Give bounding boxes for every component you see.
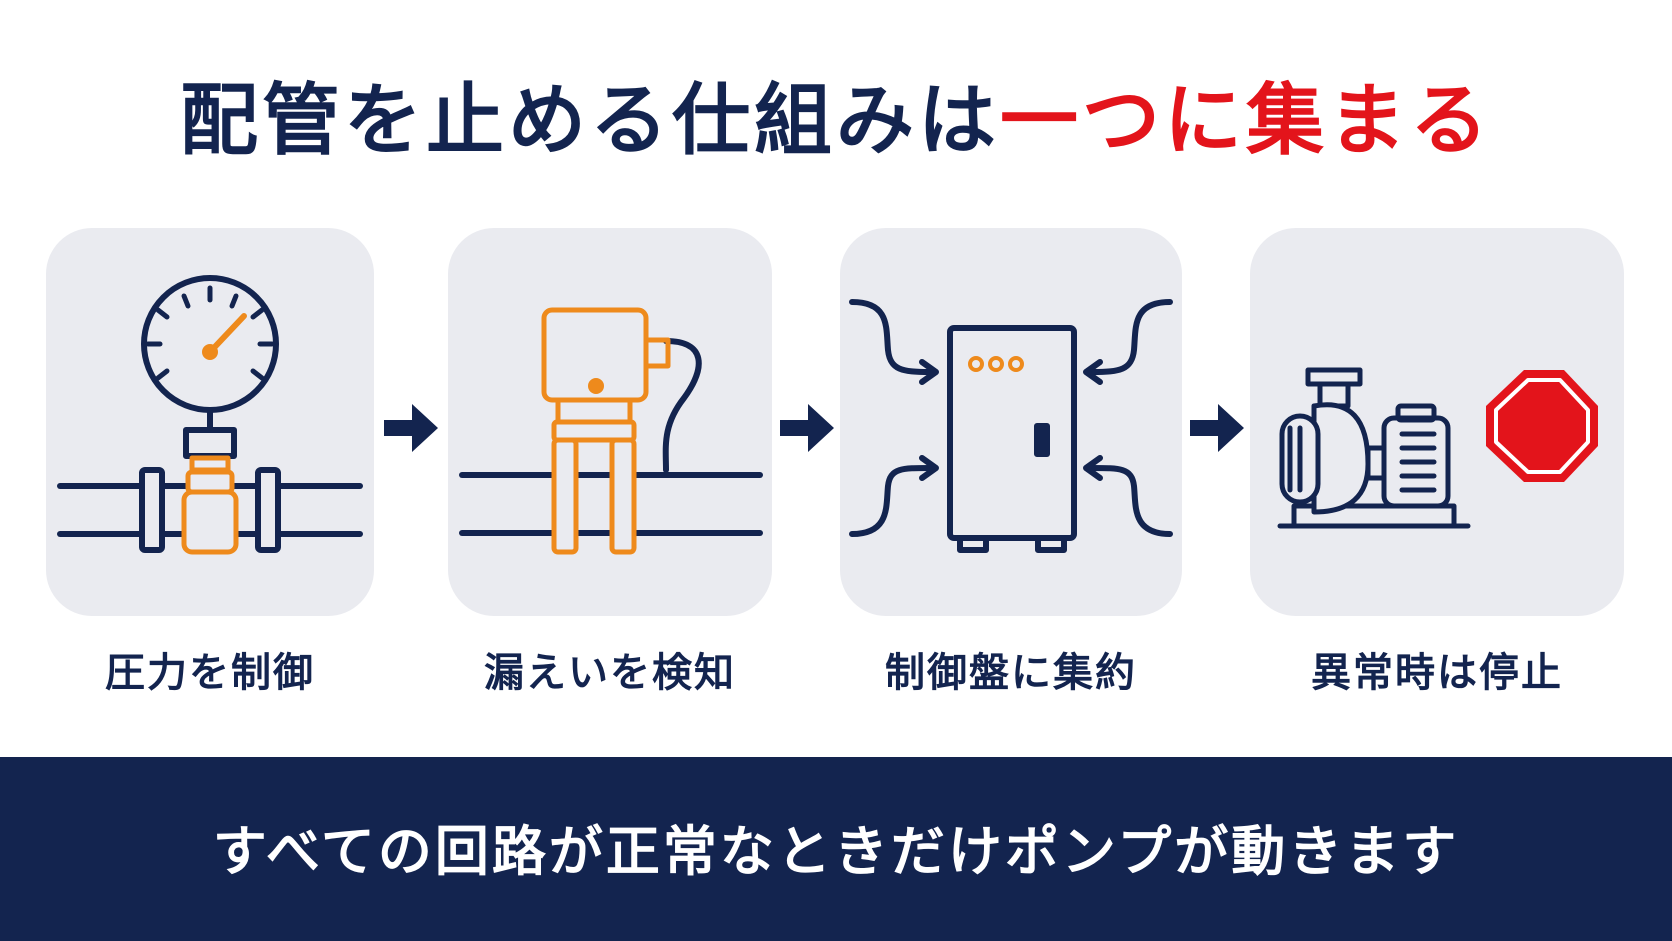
title-highlight: 一つに集まる [1000,76,1493,166]
step-card-control [840,228,1182,616]
step-label-3: 制御盤に集約 [885,650,1137,696]
arrow-right-icon [1190,404,1244,452]
step-label-4: 異常時は停止 [1311,650,1563,696]
step-label-1: 圧力を制御 [105,650,315,696]
footer-banner: すべての回路が正常なときだけポンプが動きます [0,757,1672,941]
footer-text: すべての回路が正常なときだけポンプが動きます [212,820,1460,883]
page-title: 配管を止める仕組みは一つに集まる [0,58,1672,170]
pump-stop-icon [1277,367,1598,529]
title-main: 配管を止める仕組みは [179,76,1000,166]
leak-sensor-icon [459,307,763,555]
arrow-right-icon [384,404,438,452]
control-panel-icon [849,299,1173,553]
arrow-right-icon [780,404,834,452]
step-label-2: 漏えいを検知 [484,650,736,696]
step-card-stop [1250,228,1624,616]
pressure-gauge-icon [57,275,363,555]
step-card-leak [448,228,772,616]
step-card-pressure [46,228,374,616]
